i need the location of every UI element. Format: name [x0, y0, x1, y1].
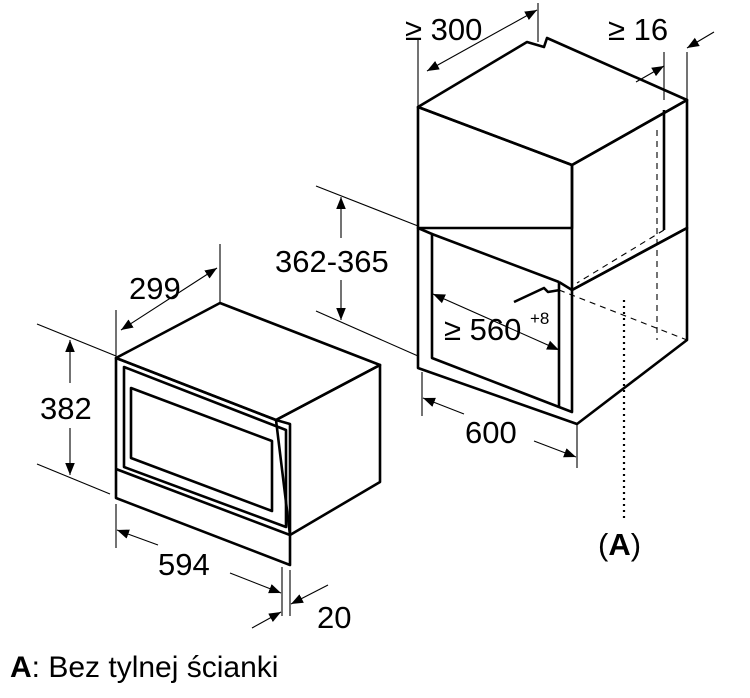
cabinet-front-face	[416, 105, 574, 230]
dimension-arrow	[432, 293, 560, 351]
dim-appliance-height: 382	[36, 323, 117, 495]
dim-label-front-thickness: 20	[317, 600, 351, 635]
appliance-side-face	[274, 363, 382, 537]
dim-appliance-width: 594	[115, 504, 283, 616]
appliance-door	[122, 365, 288, 529]
niche-inner-top-edge	[558, 280, 573, 292]
dim-niche-height: 362-365	[275, 185, 419, 357]
hidden-edge-2	[576, 229, 665, 284]
appliance-drawing	[114, 301, 382, 567]
hidden-edge-3	[558, 289, 688, 341]
niche-bracket	[513, 286, 561, 304]
dim-label-niche-depth-tolerance: +8	[530, 309, 549, 328]
niche-inner-top	[431, 232, 560, 284]
dim-label-cabinet-width: 600	[465, 415, 517, 450]
dimension-arrow	[426, 9, 538, 72]
dim-appliance-depth: 299	[115, 244, 221, 358]
dim-label-gap: ≥ 16	[608, 12, 668, 47]
dim-cabinet-depth: ≥ 300	[405, 3, 539, 107]
appliance-control-strip	[115, 467, 291, 537]
dim-label-niche-depth: ≥ 560	[444, 312, 521, 347]
legend-text: A: Bez tylnej ścianki	[10, 651, 278, 684]
appliance-window	[129, 386, 274, 513]
dimension-arrow	[686, 31, 715, 49]
legend-description: Bez tylnej ścianki	[48, 651, 278, 684]
appliance-front-face	[114, 356, 292, 567]
dim-label-cabinet-depth: ≥ 300	[405, 12, 482, 47]
legend-separator: :	[32, 651, 49, 684]
dim-label-appliance-height: 382	[40, 391, 92, 426]
dim-gap: ≥ 16	[608, 12, 715, 100]
dimension-arrow	[422, 397, 465, 415]
extension-line	[315, 185, 419, 227]
dimension-arrow	[120, 267, 218, 331]
dimension-arrow	[533, 440, 577, 458]
legend-key: A	[10, 651, 32, 684]
appliance-front-edge	[275, 419, 291, 425]
dimension-arrow	[290, 584, 329, 605]
extension-line	[36, 323, 117, 357]
extension-line	[315, 310, 419, 357]
dim-label-appliance-width: 594	[158, 547, 210, 582]
dimension-arrow	[229, 572, 282, 594]
dimension-arrow	[251, 611, 282, 629]
callout-a: (A)	[598, 527, 641, 562]
extension-line	[36, 463, 111, 495]
dim-label-niche-height: 362-365	[275, 244, 389, 279]
dimension-arrow	[635, 65, 665, 83]
dimension-arrow	[116, 529, 159, 546]
niche-frame	[416, 226, 689, 426]
cabinet-top-face	[416, 36, 689, 167]
dim-front-thickness: 20	[251, 570, 351, 635]
dim-label-appliance-depth: 299	[129, 271, 181, 306]
appliance-top-face	[114, 301, 382, 422]
cabinet-side-face	[570, 98, 689, 292]
dim-niche-depth: ≥ 560 +8	[432, 293, 560, 351]
dim-cabinet-width: 600	[421, 372, 578, 468]
